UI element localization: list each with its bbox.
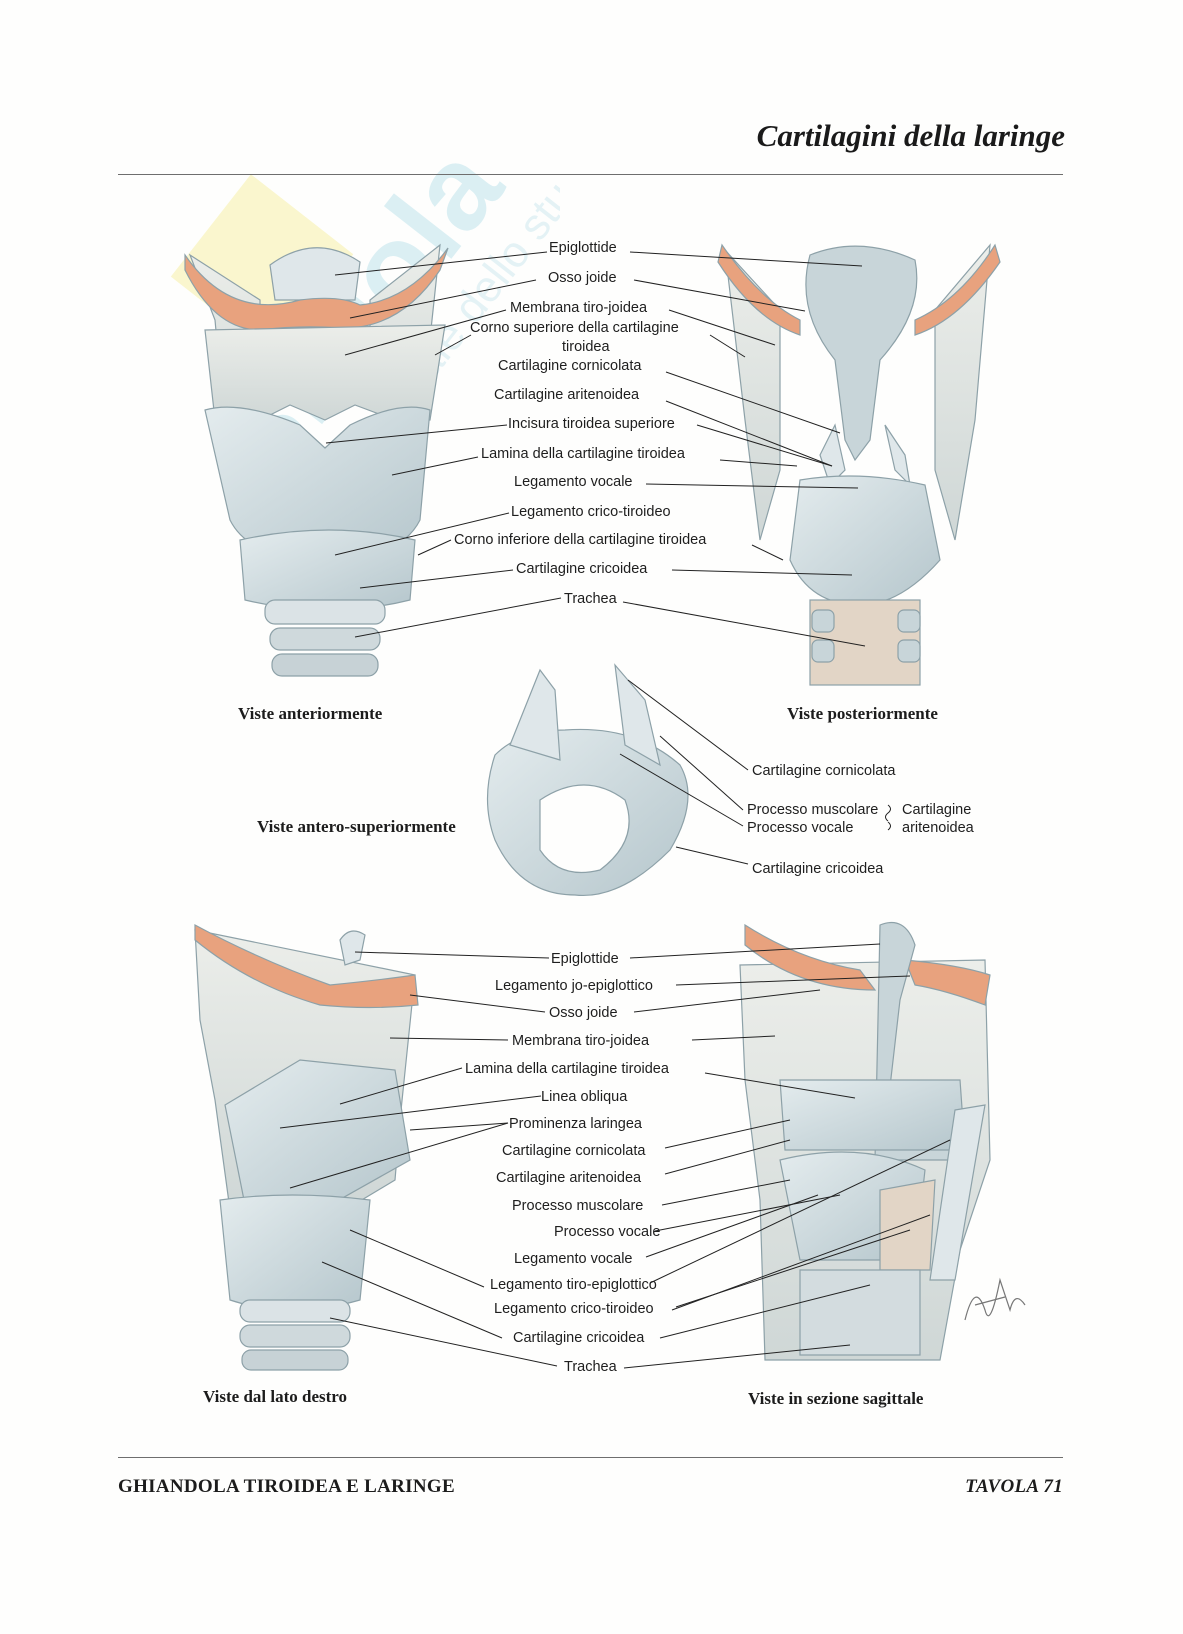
caption-posterior: Viste posteriormente <box>787 704 938 723</box>
anterior-view-illustration <box>184 243 449 677</box>
middle-leader-lines <box>619 679 891 865</box>
top-leader-lines <box>325 251 866 647</box>
label-aritenoidea-bottom: Cartilagine aritenoidea <box>496 1170 642 1186</box>
label-osso-joide-bottom: Osso joide <box>549 1005 618 1021</box>
label-corno-inferiore: Corno inferiore della cartilagine tiroid… <box>454 532 707 548</box>
label-legamento-crico-tiroideo-bottom: Legamento crico-tiroideo <box>494 1301 654 1317</box>
header-rule <box>118 174 1063 175</box>
label-osso-joide-top: Osso joide <box>548 270 617 286</box>
footer-plate-number: TAVOLA 71 <box>965 1476 1063 1497</box>
antero-superior-view-illustration <box>486 663 689 897</box>
label-processo-vocale-mid: Processo vocale <box>747 820 854 836</box>
label-cricoidea-mid: Cartilagine cricoidea <box>752 861 884 877</box>
label-legamento-vocale-bottom: Legamento vocale <box>514 1251 633 1267</box>
right-side-view-illustration <box>194 923 419 1371</box>
label-lamina-bottom: Lamina della cartilagine tiroidea <box>465 1061 669 1077</box>
label-aritenoidea-mid-2: aritenoidea <box>902 820 974 836</box>
label-aritenoidea-mid-1: Cartilagine <box>902 802 972 818</box>
label-incisura-tiroidea: Incisura tiroidea superiore <box>508 416 675 432</box>
posterior-view-illustration <box>717 243 1001 686</box>
label-epiglottide-top: Epiglottide <box>549 240 617 256</box>
label-trachea-top: Trachea <box>564 591 617 607</box>
label-corno-superiore-2: tiroidea <box>562 339 610 355</box>
label-legamento-vocale-top: Legamento vocale <box>514 474 633 490</box>
label-legamento-crico-tiroideo-top: Legamento crico-tiroideo <box>511 504 671 520</box>
label-processo-muscolare-mid: Processo muscolare <box>747 802 879 818</box>
label-prominenza-laringea: Prominenza laringea <box>509 1116 642 1132</box>
label-cricoidea-bottom: Cartilagine cricoidea <box>513 1330 645 1346</box>
label-cornicolata-mid: Cartilagine cornicolata <box>752 763 896 779</box>
caption-right-side: Viste dal lato destro <box>203 1387 348 1406</box>
caption-antero-superior: Viste antero-superiormente <box>257 817 456 836</box>
sagittal-view-illustration <box>739 921 991 1361</box>
label-cornicolata-bottom: Cartilagine cornicolata <box>502 1143 646 1159</box>
label-cartilagine-cricoidea-top: Cartilagine cricoidea <box>516 561 648 577</box>
label-linea-obliqua: Linea obliqua <box>541 1089 628 1105</box>
signature <box>964 1277 1026 1321</box>
caption-anterior: Viste anteriormente <box>238 704 383 723</box>
label-membrana-tiro-joidea-top: Membrana tiro-joidea <box>510 300 648 316</box>
label-cartilagine-aritenoidea-top: Cartilagine aritenoidea <box>494 387 640 403</box>
page-title: Cartilagini della laringe <box>756 118 1065 153</box>
label-legamento-tiro-epiglottico: Legamento tiro-epiglottico <box>490 1277 657 1293</box>
label-trachea-bottom: Trachea <box>564 1359 617 1375</box>
label-membrana-bottom: Membrana tiro-joidea <box>512 1033 650 1049</box>
footer-rule <box>118 1457 1063 1458</box>
label-cartilagine-cornicolata-top: Cartilagine cornicolata <box>498 358 642 374</box>
label-processo-muscolare-bottom: Processo muscolare <box>512 1198 644 1214</box>
label-epiglottide-bottom: Epiglottide <box>551 951 619 967</box>
caption-sagittal: Viste in sezione sagittale <box>748 1389 924 1408</box>
bottom-leader-lines <box>279 943 951 1369</box>
label-lamina-cartilagine-top: Lamina della cartilagine tiroidea <box>481 446 685 462</box>
label-legamento-jo-epiglottico: Legamento jo-epiglottico <box>495 978 653 994</box>
label-processo-vocale-bottom: Processo vocale <box>554 1224 661 1240</box>
footer-section: GHIANDOLA TIROIDEA E LARINGE <box>118 1476 455 1497</box>
label-corno-superiore: Corno superiore della cartilagine <box>470 320 679 336</box>
